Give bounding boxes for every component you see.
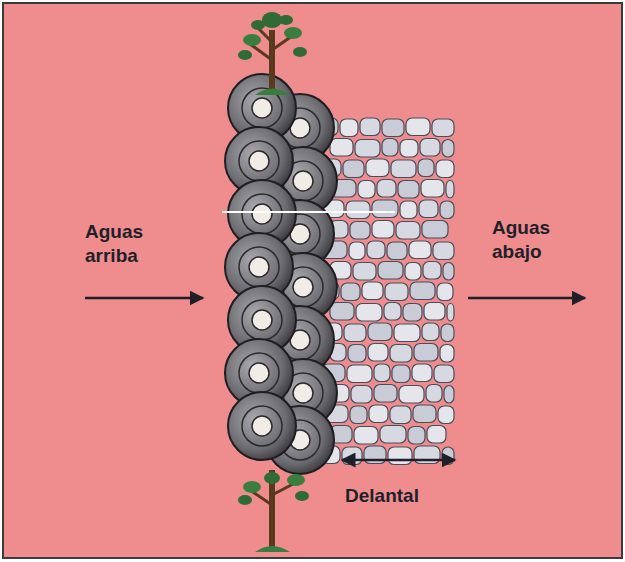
dimension-arrow (342, 459, 455, 462)
tree-bottom (238, 470, 309, 552)
flow-arrow (468, 297, 585, 300)
flow-label: Aguas arriba (85, 220, 185, 268)
tire-wall (225, 74, 337, 474)
tree-top (238, 12, 307, 95)
apron-label: Delantal (345, 484, 465, 508)
stone-apron (322, 118, 454, 465)
reference-line (222, 211, 395, 213)
flow-arrow (85, 297, 203, 300)
flow-label: Aguas abajo (492, 216, 592, 264)
